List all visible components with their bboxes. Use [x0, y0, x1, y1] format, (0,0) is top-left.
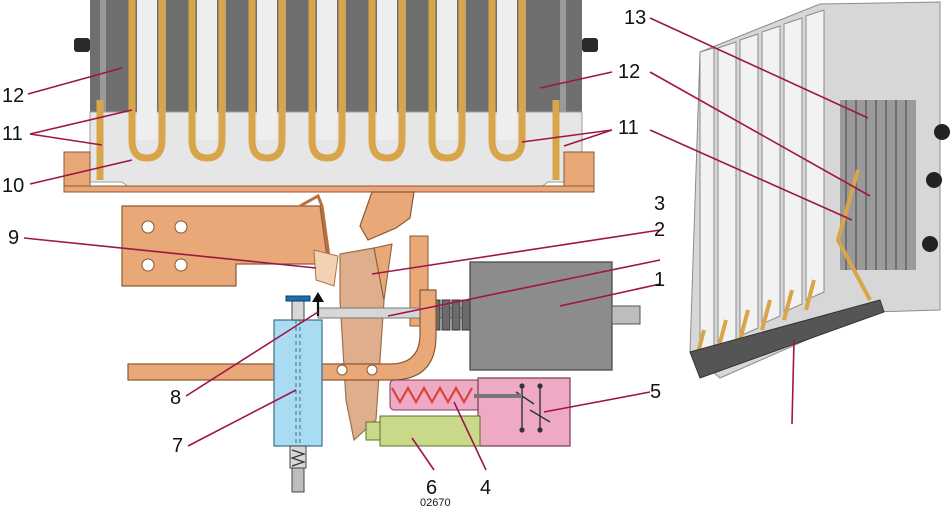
- callout-9: 9: [8, 227, 19, 249]
- arc-runners: [96, 0, 560, 180]
- up-arrow-icon: [312, 292, 324, 316]
- callout-12-left: 12: [2, 85, 24, 107]
- callout-6: 6: [426, 477, 437, 499]
- contact-assembly: [121, 191, 479, 442]
- callout-8: 8: [170, 387, 181, 409]
- callout-4: 4: [480, 477, 491, 499]
- mounting-knob-icon: [74, 38, 598, 52]
- callout-11-right: 11: [618, 117, 639, 139]
- callout-labels: 1 2 3 4 5 6 7 8 9 10 11 11 12 12 13 0267…: [2, 7, 665, 509]
- callout-10: 10: [2, 175, 24, 197]
- auxiliary-switch: [477, 377, 571, 447]
- figure-code: 02670: [420, 497, 451, 509]
- callout-12-right: 12: [618, 61, 640, 83]
- solenoid-actuator: [469, 261, 641, 371]
- callout-2: 2: [654, 219, 665, 241]
- callout-11-left: 11: [2, 123, 23, 145]
- arc-chute-cutaway-3d: [689, 1, 950, 379]
- arc-horn: [359, 191, 415, 241]
- callout-3: 3: [654, 193, 665, 215]
- knob-icon: [922, 124, 950, 252]
- callout-13: 13: [624, 7, 646, 29]
- arc-chute-top-view: [63, 0, 598, 193]
- fixed-contact: [121, 193, 332, 287]
- callout-7: 7: [172, 435, 183, 457]
- leader-lines: [23, 17, 871, 471]
- callout-1: 1: [654, 269, 665, 291]
- moving-contact: [339, 243, 393, 442]
- green-block: [365, 415, 481, 447]
- contact-tip: [313, 249, 339, 287]
- spring-housing: [389, 379, 481, 411]
- damper-cylinder: [273, 295, 323, 493]
- callout-5: 5: [650, 381, 661, 403]
